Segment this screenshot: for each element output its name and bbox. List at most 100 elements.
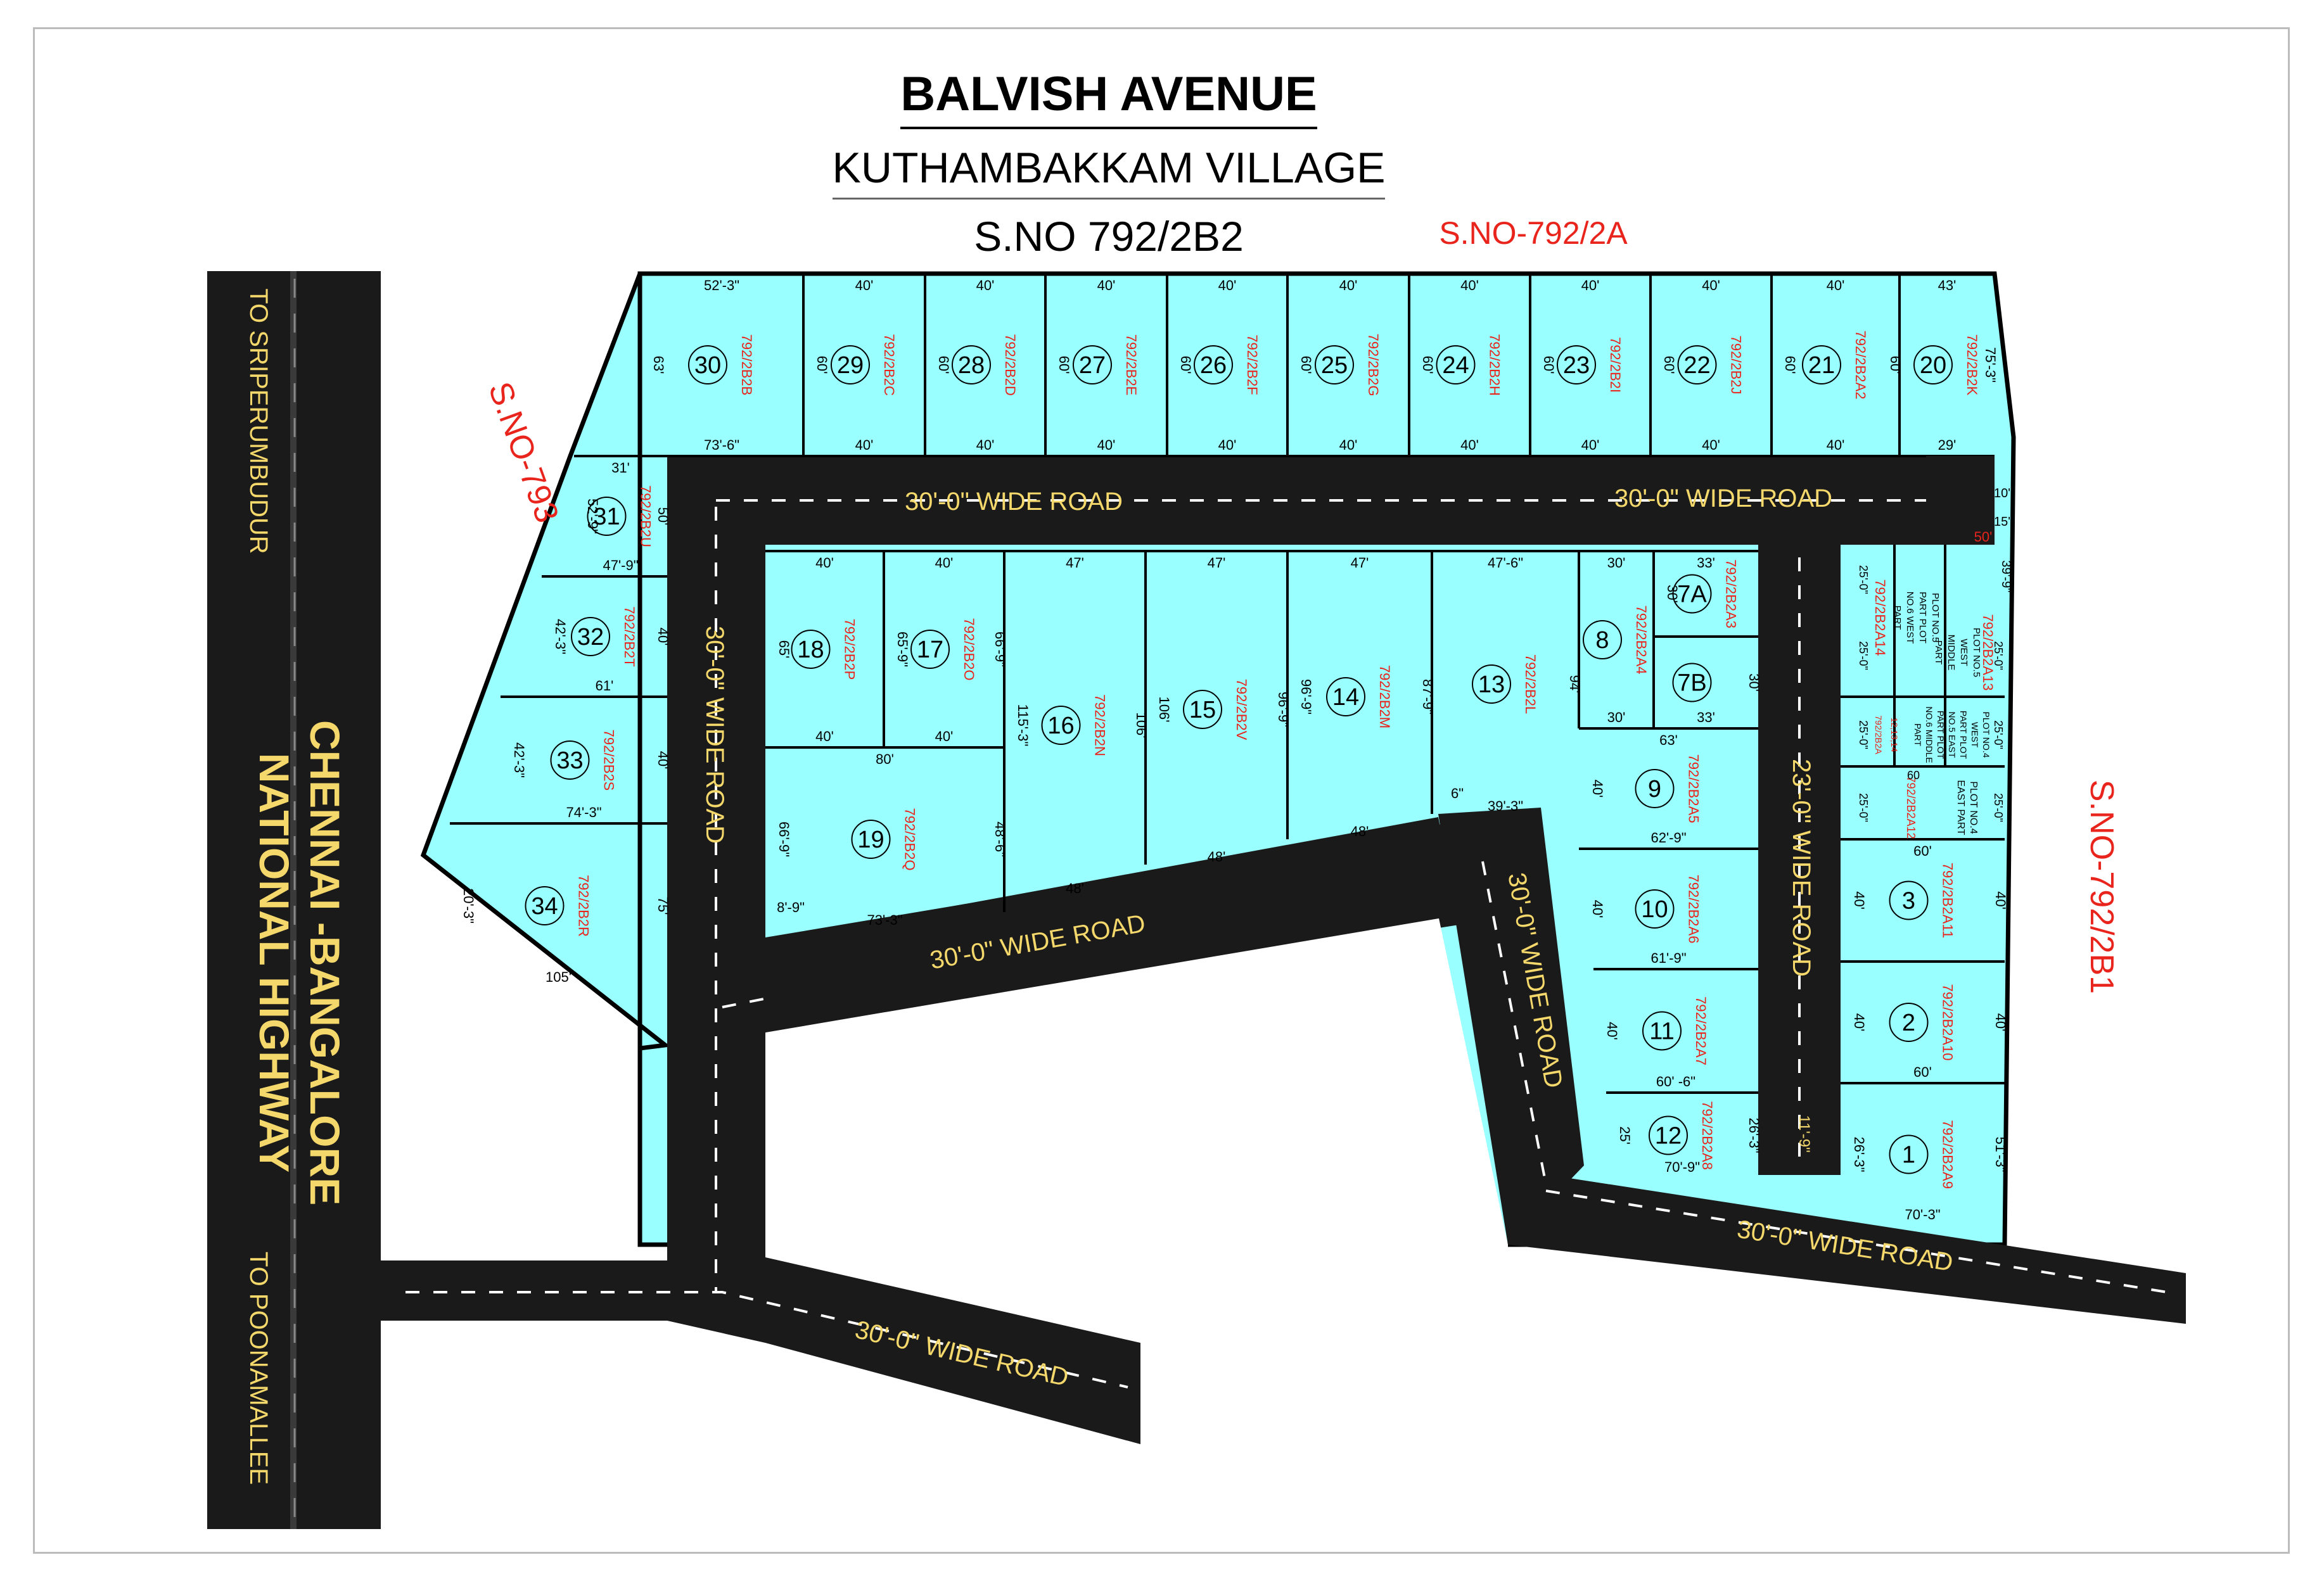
plot-number: 17	[917, 637, 943, 663]
plot-survey-number: 792/2B2J	[1728, 336, 1744, 395]
plot-survey-number: 792/2B2A8	[1699, 1101, 1715, 1170]
plot-right-dimension: 48'-6"	[992, 822, 1008, 857]
part-plot-dimension: 25'-0"	[1857, 720, 1870, 749]
plot-number: 14	[1332, 684, 1359, 711]
plot-left-dimension: 60'	[1298, 356, 1314, 374]
plot-top-dimension: 40'	[815, 555, 834, 571]
plot-number: 30	[694, 352, 721, 379]
plot-number: 31	[593, 504, 620, 530]
part-plot-survey-number: 12,13,14	[1889, 718, 1899, 752]
survey-west-label: S.NO-793	[481, 378, 566, 528]
plot-extra-dimension: 6"	[1451, 785, 1464, 801]
plot-right-dimension: 106'	[1133, 713, 1149, 739]
plot-number-circle	[910, 630, 950, 669]
plot-left-dimension: 60'	[1420, 356, 1436, 374]
part-plot-label: NO.6 WEST	[1905, 592, 1915, 644]
plot-number-circle	[1889, 1134, 1929, 1174]
plot-left-dimension: 60'	[814, 356, 830, 374]
open-land	[765, 915, 1508, 1273]
plot-survey-number: 792/2B2R	[576, 875, 592, 937]
plot-left-dimension: 30'	[1664, 585, 1680, 603]
part-plot-dimension: 39'-9"	[1999, 561, 2013, 593]
plot-number: 34	[531, 893, 558, 920]
plot-survey-number: 792/2B2T	[622, 606, 637, 666]
plot-number: 12	[1655, 1123, 1682, 1150]
plot-bottom-dimension: 40'	[1460, 437, 1479, 453]
plot-bottom-dimension: 61'	[596, 678, 614, 694]
plot-top-dimension: 47'	[1066, 555, 1084, 571]
plot-bottom-dimension: 47'-9"	[603, 557, 638, 573]
plot-bottom-dimension: 62'-9"	[1650, 830, 1686, 846]
part-plot-label: PART	[1892, 606, 1903, 630]
plot-right-dimension: 75'-3"	[1982, 347, 1998, 383]
plot-number-circle	[1041, 706, 1081, 745]
plot-survey-number: 792/2B2N	[1092, 694, 1108, 756]
plot-number-circle	[550, 740, 590, 780]
plot-left-dimension: 26'-3"	[1851, 1136, 1867, 1172]
plot-survey-number: 792/2B2E	[1123, 334, 1139, 396]
plot-bottom-dimension: 60'	[1913, 1064, 1932, 1080]
village-name: KUTHAMBAKKAM VILLAGE	[832, 143, 1386, 200]
plot-number-circle	[1672, 663, 1712, 702]
plot-left-dimension: 25'	[1617, 1126, 1633, 1145]
plot-survey-number: 792/2B2A7	[1693, 996, 1709, 1065]
plot-survey-number: 792/2B2Q	[902, 808, 918, 870]
plot-bottom-dimension: 40'	[1339, 437, 1358, 453]
plot-left-dimension: 115'-3"	[1015, 704, 1031, 747]
plot-bottom-dimension: 40'	[1218, 437, 1237, 453]
plot-bottom-dimension: 39'-3"	[1488, 798, 1523, 814]
plot-right-dimension: 96'-9"	[1275, 692, 1291, 727]
plot-bottom-dimension: 48'	[1351, 823, 1369, 839]
road-label-north-east: 30'-0" WIDE ROAD	[1614, 485, 1832, 512]
plot-left-dimension: 60'	[1178, 356, 1194, 374]
plot-top-dimension: 40'	[1702, 277, 1720, 293]
plot-number: 16	[1047, 713, 1074, 739]
plot-bottom-dimension: 48'	[1208, 849, 1226, 865]
plot-right-dimension: 40'	[1993, 891, 2008, 910]
plot-number: 8	[1595, 627, 1609, 654]
part-plot-label: PART PLOT	[1917, 592, 1928, 644]
road-label-23ft: 23'-0" WIDE ROAD	[1787, 759, 1815, 977]
plot-left-dimension: 52'-9"	[585, 498, 601, 534]
plot-top-dimension: 40'	[935, 555, 954, 571]
plot-bottom-dimension: 40'	[815, 728, 834, 744]
plot-bottom-dimension: 61'-9"	[1650, 950, 1686, 966]
plot-left-dimension: 60'	[1056, 356, 1072, 374]
plot-number-circle	[1194, 345, 1233, 384]
plot-top-dimension: 80'	[876, 751, 894, 767]
part-plot-dimension: 25'-0"	[1992, 793, 2005, 822]
plot-survey-number: 792/2B2K	[1964, 334, 1980, 396]
plot-left-dimension: 60'	[1661, 356, 1677, 374]
plot-survey-number: 792/2B2U	[638, 485, 654, 547]
plot-left-dimension: 63'	[651, 356, 667, 374]
layout-title: BALVISH AVENUE	[900, 67, 1317, 129]
plot-number-circle	[688, 345, 727, 384]
plot-number-circle	[1672, 574, 1712, 614]
plot-bottom-dimension: 40'	[935, 728, 954, 744]
plot-number-circle	[1677, 345, 1717, 384]
plot-top-dimension: 47'	[1351, 555, 1369, 571]
plot-survey-number: 792/2B2A2	[1853, 331, 1868, 400]
part-plot-label: PART	[1913, 723, 1923, 746]
plot-bottom-dimension: 105'	[546, 969, 571, 985]
plot-left-dimension: 60'	[1782, 356, 1798, 374]
plot-number-circle	[1315, 345, 1354, 384]
plot-survey-number: 792/2B2A4	[1633, 606, 1649, 675]
plot-number: 15	[1189, 697, 1216, 723]
plot-number-circle	[831, 345, 870, 384]
plot-bottom-dimension: 70'-3"	[1905, 1207, 1940, 1222]
plot-right-dimension: 60'	[1887, 356, 1903, 374]
plot-top-dimension: 40'	[1460, 277, 1479, 293]
part-plot-label: PLOT NO.4	[1968, 781, 1979, 834]
plot-number: 21	[1808, 352, 1835, 379]
plot-area-west	[420, 272, 671, 1051]
plot-bottom-dimension: 40'	[1827, 437, 1845, 453]
plot-number-circle	[851, 820, 891, 859]
plot-number: 22	[1683, 352, 1710, 379]
plot-top-dimension: 43'	[1938, 277, 1957, 293]
plot-number-circle	[1183, 690, 1222, 729]
plot-number: 11	[1649, 1019, 1674, 1045]
plot-survey-number: 792/2B2S	[601, 730, 617, 791]
plot-survey-number: 792/2B2A6	[1686, 875, 1702, 944]
plot-number-circle	[1557, 345, 1596, 384]
